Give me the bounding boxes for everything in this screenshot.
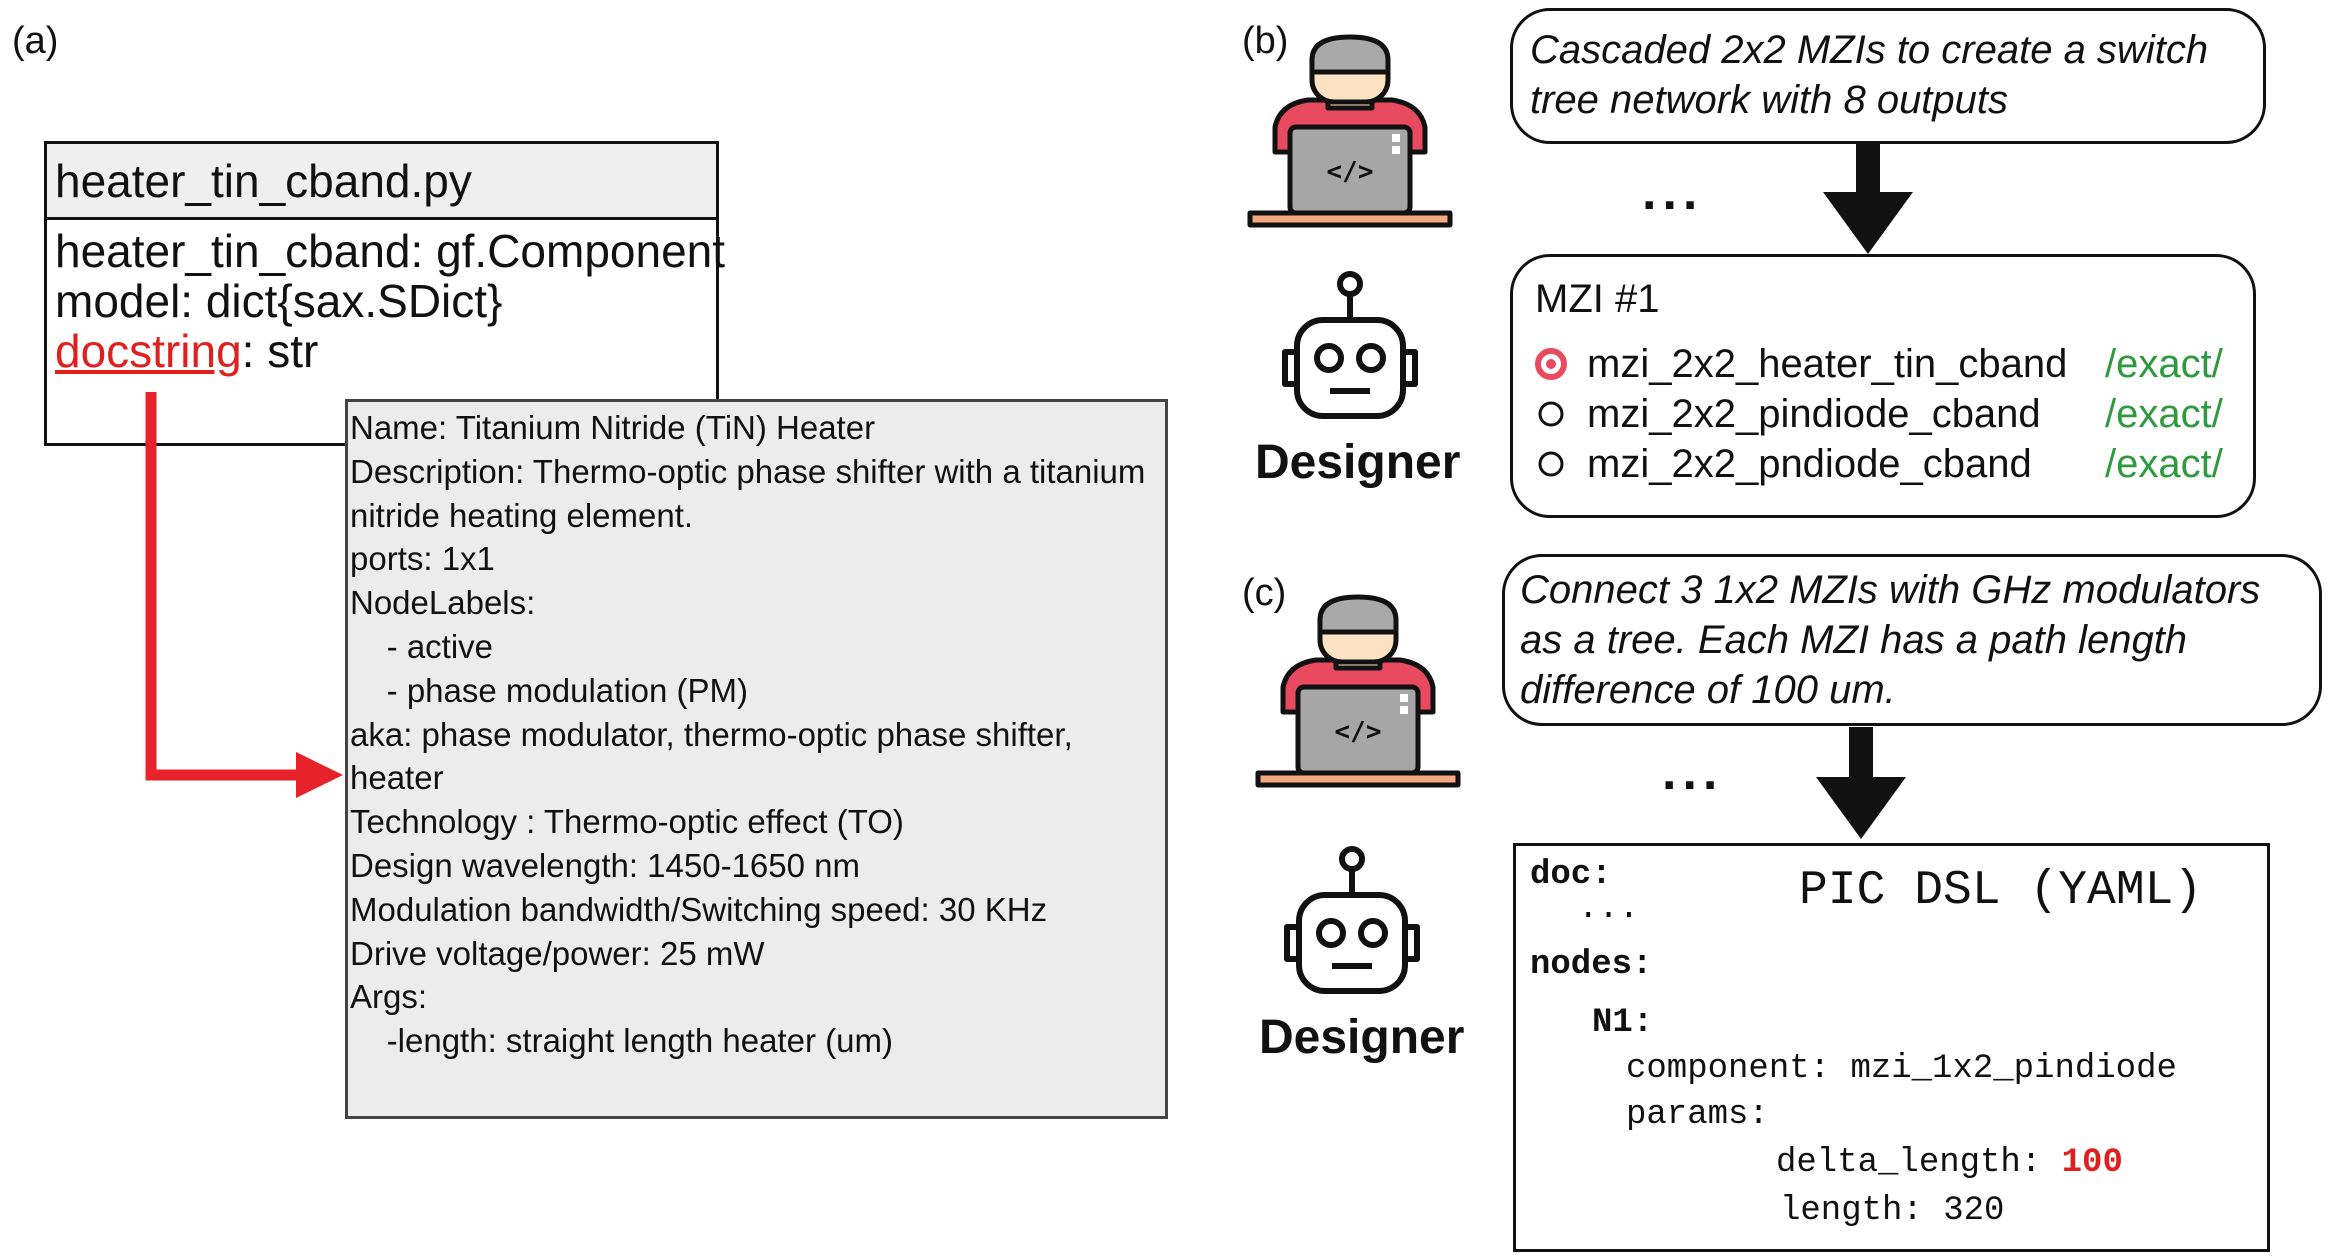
code-delta-length-line: delta_length: 100 xyxy=(1776,1140,2123,1186)
ellipsis-b: ... xyxy=(1642,163,1704,221)
radio-unselected-icon[interactable] xyxy=(1535,398,1567,430)
mzi-option-tag: /exact/ xyxy=(2105,392,2223,436)
mzi-selection-box: MZI #1 mzi_2x2_heater_tin_cband/exact/mz… xyxy=(1510,254,2256,518)
mzi-option-name: mzi_2x2_heater_tin_cband xyxy=(1587,342,2068,386)
docstring-line: -length: straight length heater (um) xyxy=(350,1022,893,1060)
docstring-arrow-head xyxy=(296,752,343,798)
radio-unselected-icon[interactable] xyxy=(1535,448,1567,480)
radio-selected-icon[interactable] xyxy=(1535,348,1567,380)
panel-label-c: (c) xyxy=(1242,572,1287,614)
docstring-line: aka: phase modulator, thermo-optic phase… xyxy=(350,715,1073,753)
ellipsis-c: ... xyxy=(1662,743,1724,801)
code-length-line: length: 320 xyxy=(1780,1188,2004,1234)
docstring-line: Args: xyxy=(350,978,428,1016)
prompt-c-line1: Connect 3 1x2 MZIs with GHz modulators xyxy=(1520,568,2261,612)
docstring-line: ports: 1x1 xyxy=(350,540,495,578)
docstring-line: Name: Titanium Nitride (TiN) Heater xyxy=(350,409,876,446)
dsl-code-box: PIC DSL (YAML) doc: ... nodes: N1: compo… xyxy=(1513,843,2270,1252)
user-coder-icon: </> xyxy=(1247,34,1453,228)
mzi-option-tag: /exact/ xyxy=(2105,342,2223,386)
code-delta-length-key: delta_length: xyxy=(1776,1144,2062,1182)
docstring-link[interactable]: docstring xyxy=(55,325,242,377)
mzi-option-name: mzi_2x2_pindiode_cband xyxy=(1587,392,2041,436)
docstring-line: Description: Thermo-optic phase shifter … xyxy=(350,452,1146,490)
code-length-value: 320 xyxy=(1943,1192,2005,1230)
code-params-key: params: xyxy=(1626,1096,1769,1134)
robot-designer-icon-c xyxy=(1284,846,1420,994)
user-coder-icon-c: </> xyxy=(1255,594,1461,788)
code-component-line: component: mzi_1x2_pindiode xyxy=(1626,1046,2177,1092)
code-doc-key: doc: xyxy=(1530,856,1612,894)
prompt-b-line2: tree network with 8 outputs xyxy=(1530,78,2009,122)
docstring-line: NodeLabels: xyxy=(350,584,536,622)
dsl-title: PIC DSL (YAML) xyxy=(1799,864,2203,918)
mzi-option-tag: /exact/ xyxy=(2105,442,2223,486)
docstring-line: - phase modulation (PM) xyxy=(350,671,748,709)
down-arrow-c xyxy=(1816,727,1906,839)
svg-text:</>: </> xyxy=(1327,157,1374,187)
code-node-name: N1: xyxy=(1592,1004,1654,1042)
panel-label-a: (a) xyxy=(12,20,59,62)
field-model: model: dict{sax.SDict} xyxy=(55,275,503,327)
class-title: heater_tin_cband.py xyxy=(47,144,716,220)
docstring-line: heater xyxy=(350,759,444,797)
prompt-b-line1: Cascaded 2x2 MZIs to create a switch xyxy=(1530,28,2209,72)
docstring-line: nitride heating element. xyxy=(350,496,694,534)
mzi-option-name: mzi_2x2_pndiode_cband xyxy=(1587,442,2032,486)
docstring-line: Design wavelength: 1450-1650 nm xyxy=(350,846,861,884)
code-nodes-key: nodes: xyxy=(1530,946,1653,984)
docstring-line: Technology : Thermo-optic effect (TO) xyxy=(350,803,904,841)
down-arrow-b xyxy=(1823,142,1913,254)
prompt-c-line3: difference of 100 um. xyxy=(1520,668,1896,712)
designer-label-c: Designer xyxy=(1259,1011,1465,1064)
panel-label-b: (b) xyxy=(1242,20,1289,62)
prompt-c-line2: as a tree. Each MZI has a path length xyxy=(1520,618,2188,662)
field-component: heater_tin_cband: gf.Component xyxy=(55,225,726,277)
mzi-options: mzi_2x2_heater_tin_cband/exact/mzi_2x2_p… xyxy=(1535,339,2235,489)
code-component-value: mzi_1x2_pindiode xyxy=(1850,1050,2177,1088)
prompt-bubble-b: Cascaded 2x2 MZIs to create a switch tre… xyxy=(1510,8,2266,144)
mzi-option[interactable]: mzi_2x2_pndiode_cband/exact/ xyxy=(1535,439,2235,489)
code-doc-ellipsis: ... xyxy=(1578,890,1640,928)
code-component-key: component: xyxy=(1626,1050,1851,1088)
code-length-key: length: xyxy=(1780,1192,1944,1230)
mzi-title: MZI #1 xyxy=(1535,277,1660,321)
mzi-option[interactable]: mzi_2x2_pindiode_cband/exact/ xyxy=(1535,389,2235,439)
docstring-arrow-line xyxy=(145,392,300,781)
svg-text:</>: </> xyxy=(1335,717,1382,747)
code-delta-length-value: 100 xyxy=(2061,1144,2123,1182)
mzi-option[interactable]: mzi_2x2_heater_tin_cband/exact/ xyxy=(1535,339,2235,389)
docstring-line: - active xyxy=(350,627,494,665)
docstring-line: Modulation bandwidth/Switching speed: 30… xyxy=(350,890,1048,928)
field-docstring: docstring: str xyxy=(47,326,716,376)
prompt-bubble-c: Connect 3 1x2 MZIs with GHz modulators a… xyxy=(1502,554,2322,726)
designer-label-b: Designer xyxy=(1255,436,1461,489)
docstring-line: Drive voltage/power: 25 mW xyxy=(350,934,765,972)
robot-designer-icon xyxy=(1282,271,1418,419)
docstring-type: : str xyxy=(241,325,319,377)
